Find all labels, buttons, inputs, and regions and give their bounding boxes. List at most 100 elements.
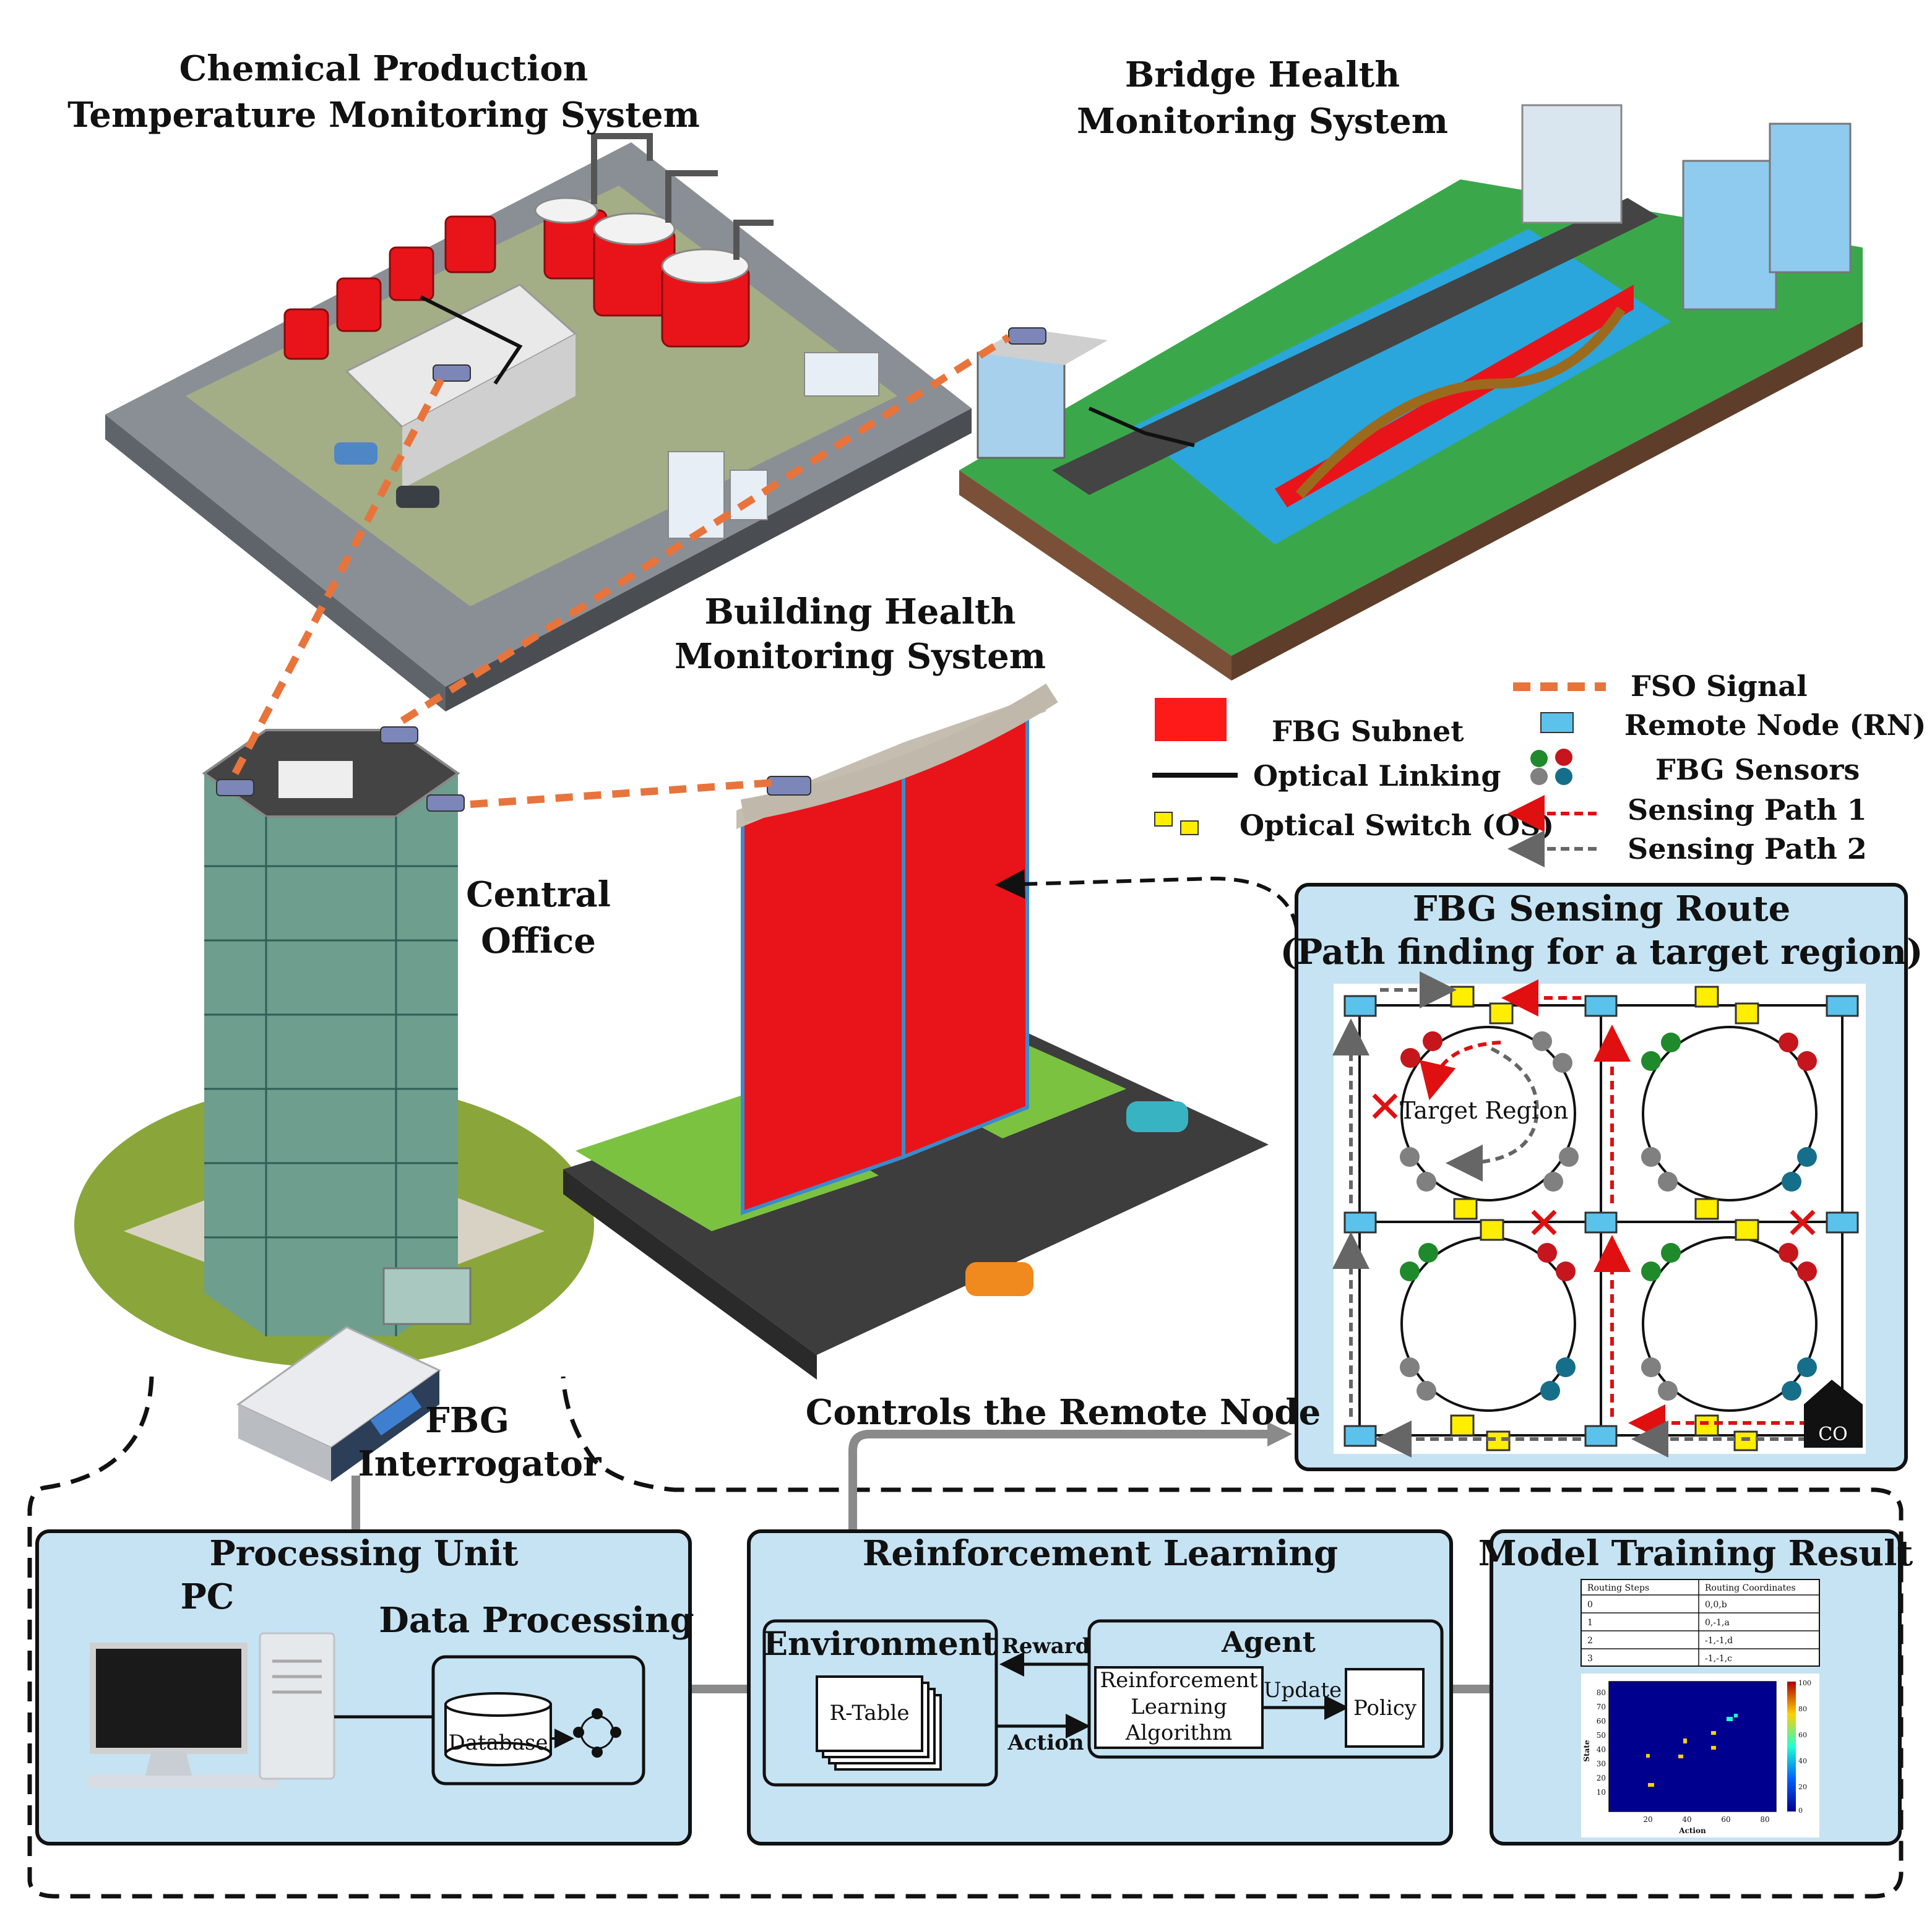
ytick: 10 — [1597, 1788, 1606, 1797]
building-title-line2: Monitoring System — [675, 636, 1046, 677]
table-cell: 0,-1,a — [1705, 1618, 1730, 1628]
central-office-line1: Central — [466, 874, 611, 915]
policy-label: Policy — [1353, 1696, 1417, 1721]
processing-unit-title: Processing Unit — [209, 1533, 518, 1574]
ytick: 60 — [1597, 1717, 1606, 1725]
ytick: 30 — [1597, 1760, 1606, 1768]
optical-switches — [1450, 986, 1759, 1451]
central-office-node — [1804, 1380, 1863, 1448]
chemical-title-line2: Temperature Monitoring System — [67, 95, 700, 135]
rl-title: Reinforcement Learning — [863, 1533, 1338, 1574]
heatmap-hotspots — [1646, 1714, 1738, 1787]
legend-sensing-path-2: Sensing Path 2 — [1628, 832, 1867, 866]
co-label: CO — [1818, 1424, 1848, 1445]
legend: FBG Subnet Optical Linking Optical Switc… — [1152, 669, 1926, 867]
ytick: 20 — [1597, 1774, 1606, 1782]
remote-nodes — [1343, 995, 1859, 1447]
colorbar-tick: 100 — [1798, 1679, 1811, 1687]
building-title-line1: Building Health — [704, 591, 1016, 632]
xtick: 80 — [1760, 1815, 1769, 1824]
sensing-path-1 — [1419, 979, 1822, 1442]
data-processing-label: Data Processing — [379, 1600, 694, 1641]
fso-transceiver-icon — [767, 776, 811, 796]
interrogator-label-line1: FBG — [425, 1400, 509, 1441]
processing-unit-panel: Processing Unit PC Data Processing Datab… — [35, 1529, 694, 1846]
fault-cross-icon — [1372, 1093, 1816, 1236]
ytick: 80 — [1597, 1688, 1606, 1697]
legend-fso-signal: FSO Signal — [1631, 669, 1808, 703]
fso-signal-links — [231, 333, 1011, 808]
legend-optical-linking: Optical Linking — [1253, 759, 1501, 793]
target-region-label: Target Region — [1400, 1097, 1568, 1124]
table-cell: 3 — [1587, 1654, 1593, 1664]
fso-transceiver-icon — [380, 726, 418, 744]
route-title-line2: (Path finding for a target region) — [1280, 932, 1923, 973]
agent-label: Agent — [1221, 1625, 1316, 1659]
table-cell: -1,-1,c — [1705, 1654, 1732, 1664]
system-enclosure — [27, 1376, 1904, 1899]
r-table-label: R-Table — [830, 1701, 910, 1725]
interrogator-label-line2: Interrogator — [358, 1443, 602, 1484]
controls-remote-node-label: Controls the Remote Node — [806, 1392, 1321, 1433]
xtick: 60 — [1721, 1815, 1730, 1824]
ytick: 70 — [1597, 1703, 1606, 1711]
heatmap-ylabel: State — [1582, 1740, 1591, 1762]
colorbar-tick: 80 — [1798, 1705, 1807, 1713]
legend-fbg-sensors: FBG Sensors — [1655, 753, 1860, 786]
fbg-sensing-route-panel: FBG Sensing Route (Path finding for a ta… — [1280, 883, 1923, 1471]
pc-label: PC — [181, 1576, 235, 1617]
heatmap-plot — [1608, 1681, 1777, 1812]
ytick: 40 — [1597, 1745, 1606, 1754]
r-table-stack — [816, 1675, 942, 1771]
table-header-steps: Routing Steps — [1587, 1583, 1649, 1593]
monitor-icon — [90, 1643, 248, 1754]
chemical-plant-illustration — [105, 133, 972, 711]
database-icon: Database — [444, 1692, 552, 1766]
policy-box — [1345, 1668, 1425, 1748]
table-header-coordinates: Routing Coordinates — [1705, 1583, 1796, 1593]
algo-line3: Algorithm — [1125, 1721, 1233, 1745]
table-cell: 0,0,b — [1705, 1600, 1727, 1610]
heatmap-xlabel: Action — [1678, 1826, 1706, 1835]
update-label: Update — [1264, 1678, 1342, 1703]
legend-optical-switch: Optical Switch (OS) — [1240, 809, 1554, 842]
fso-transceiver-icon — [426, 794, 465, 812]
central-office-illustration — [74, 726, 594, 1367]
heatmap-colorbar — [1787, 1682, 1796, 1811]
bridge-illustration — [959, 104, 1863, 681]
table-cell: -1,-1,d — [1705, 1636, 1733, 1646]
fso-transceiver-icon — [1008, 327, 1046, 345]
model-training-result-panel: Model Training Result Routing Steps Rout… — [1478, 1529, 1913, 1846]
action-label: Action — [1007, 1730, 1084, 1755]
table-cell: 1 — [1587, 1618, 1593, 1628]
algo-line1: Reinforcement — [1100, 1668, 1258, 1693]
legend-fbg-subnet-swatch — [1155, 698, 1227, 741]
unit-connectors — [351, 1430, 1491, 1693]
bridge-title-line2: Monitoring System — [1077, 101, 1448, 142]
pc-tower-icon — [259, 1632, 335, 1780]
table-cell: 0 — [1587, 1600, 1593, 1610]
legend-sensing-path-1: Sensing Path 1 — [1628, 793, 1867, 827]
sensing-path-2 — [1332, 971, 1821, 1458]
central-office-line2: Office — [481, 921, 596, 961]
environment-label: Environment — [763, 1625, 996, 1663]
chemical-title-line1: Chemical Production — [179, 48, 589, 89]
table-cell: 2 — [1587, 1636, 1593, 1646]
database-label: Database — [448, 1730, 548, 1755]
legend-remote-node: Remote Node (RN) — [1624, 708, 1926, 742]
bridge-title-line1: Bridge Health — [1125, 54, 1400, 95]
building-illustration — [563, 683, 1269, 1380]
fso-transceiver-icon — [216, 779, 254, 796]
legend-fbg-subnet: FBG Subnet — [1272, 715, 1464, 748]
colorbar-tick: 40 — [1798, 1757, 1807, 1765]
route-title-line1: FBG Sensing Route — [1413, 888, 1791, 929]
algo-line2: Learning — [1131, 1695, 1227, 1719]
fso-transceiver-icon — [433, 364, 471, 382]
colorbar-tick: 20 — [1798, 1783, 1807, 1791]
colorbar-tick: 60 — [1798, 1731, 1807, 1739]
processing-cycle-icon — [573, 1708, 621, 1758]
reward-label: Reward — [1002, 1634, 1090, 1659]
fbg-interrogator-device — [236, 1326, 441, 1482]
xtick: 40 — [1682, 1815, 1691, 1824]
